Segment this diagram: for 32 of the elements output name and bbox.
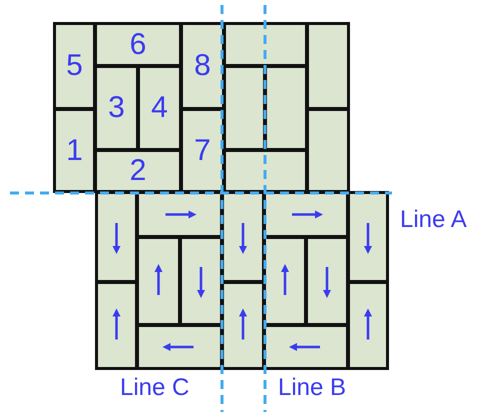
tile: [137, 65, 182, 151]
tile-number: 1: [66, 134, 83, 168]
tile: [53, 22, 96, 110]
tile: [223, 22, 308, 67]
tile: [94, 22, 182, 67]
tile-number: 5: [66, 49, 83, 83]
tile: [263, 324, 349, 370]
tile: [95, 281, 138, 370]
tile: [136, 236, 181, 326]
tile: [94, 65, 139, 151]
tile: [305, 236, 349, 326]
tile-number: 2: [130, 154, 146, 188]
tile-number: 8: [194, 49, 211, 83]
tile: [223, 149, 308, 193]
tile: [180, 108, 225, 193]
tile: [180, 22, 225, 110]
tile: [94, 149, 182, 193]
tile-number: 6: [130, 28, 146, 62]
tile: [347, 191, 389, 283]
tile: [306, 108, 350, 193]
tile-number: 3: [108, 91, 125, 125]
tile: [53, 108, 96, 193]
line-label: Line C: [120, 374, 190, 402]
tile: [179, 236, 223, 326]
tile-number: 4: [151, 91, 168, 125]
tile: [347, 281, 389, 370]
tile-number: 7: [194, 134, 211, 168]
tile: [223, 65, 266, 151]
line-label: Line B: [278, 374, 346, 402]
line-label: Line A: [400, 206, 467, 234]
tile: [136, 324, 223, 370]
tile: [306, 22, 350, 110]
